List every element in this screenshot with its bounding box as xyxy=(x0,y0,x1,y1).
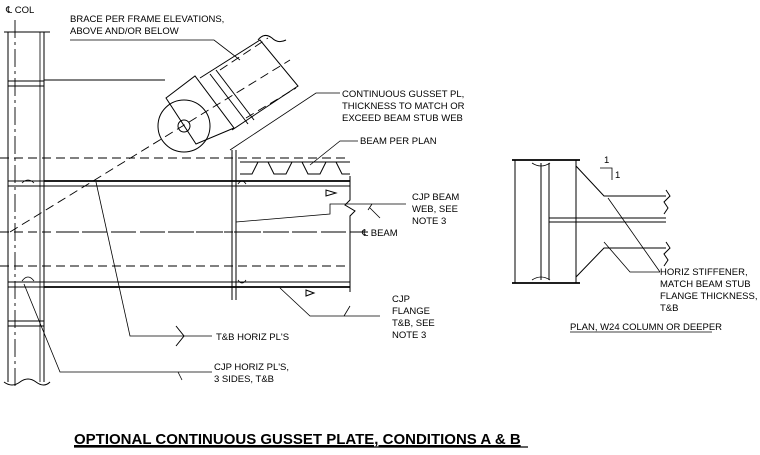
gusset-label-line-3: EXCEED BEAM STUB WEB xyxy=(342,113,463,124)
gusset-and-beam xyxy=(0,59,370,300)
brace xyxy=(157,34,299,153)
cjp-beam-web-line-3: NOTE 3 xyxy=(412,216,446,227)
brace-label-line-1: BRACE PER FRAME ELEVATIONS, xyxy=(70,14,224,25)
text-labels: ℄ COL BRACE PER FRAME ELEVATIONS, ABOVE … xyxy=(5,5,758,385)
horiz-stiffener-line-1: HORIZ STIFFENER, xyxy=(660,267,748,278)
horizontal-plates xyxy=(8,80,44,327)
horiz-stiffener-line-2: MATCH BEAM STUB xyxy=(660,279,751,290)
cjp-horiz-line-1: CJP HORIZ PL'S, xyxy=(214,362,289,373)
slope-run-label: 1 xyxy=(615,170,620,181)
cjp-flange-line-1: CJP xyxy=(392,294,410,305)
cjp-flange-line-3: T&B, SEE xyxy=(392,318,435,329)
slope-rise-label: 1 xyxy=(604,155,609,166)
column xyxy=(3,20,51,390)
plan-view xyxy=(512,159,671,284)
leaders xyxy=(23,39,406,381)
beam-per-plan-label: BEAM PER PLAN xyxy=(360,136,437,147)
plan-caption: PLAN, W24 COLUMN OR DEEPER xyxy=(570,322,722,333)
gusset-label-line-2: THICKNESS TO MATCH OR xyxy=(342,101,465,112)
beam-centerline-label: ℄ BEAM xyxy=(361,228,398,239)
cjp-horiz-line-2: 3 SIDES, T&B xyxy=(214,374,274,385)
horiz-stiffener-line-4: T&B xyxy=(660,303,678,314)
horiz-stiffener-line-3: FLANGE THICKNESS, xyxy=(660,291,758,302)
cjp-beam-web-line-2: WEB, SEE xyxy=(412,204,458,215)
gusset-label-line-1: CONTINUOUS GUSSET PL, xyxy=(342,89,464,100)
brace-label-line-2: ABOVE AND/OR BELOW xyxy=(70,26,179,37)
cjp-flange-line-4: NOTE 3 xyxy=(392,330,426,341)
tb-horiz-label: T&B HORIZ PL'S xyxy=(216,332,289,343)
col-centerline-label: ℄ COL xyxy=(5,5,34,16)
cjp-beam-web-line-1: CJP BEAM xyxy=(412,192,459,203)
drawing-title: OPTIONAL CONTINUOUS GUSSET PLATE, CONDIT… xyxy=(74,431,521,448)
cjp-flange-line-2: FLANGE xyxy=(392,306,430,317)
